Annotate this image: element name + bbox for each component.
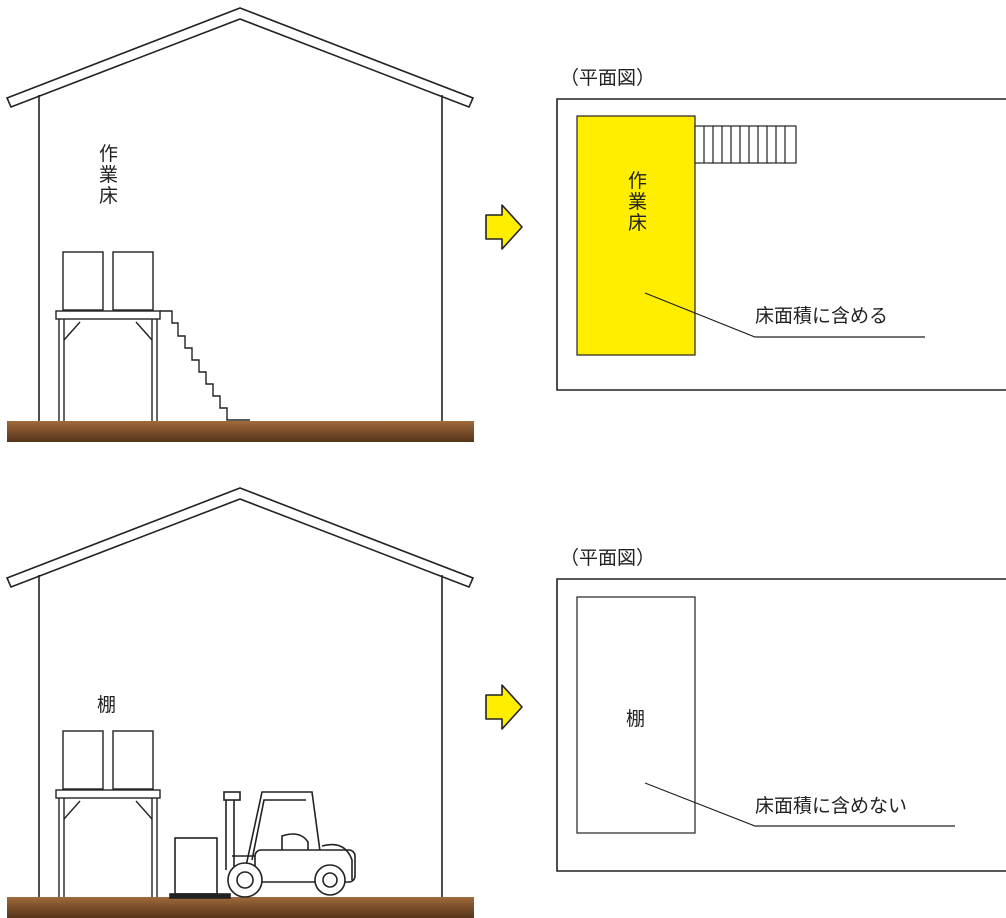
top-plan-caption: （平面図） — [560, 67, 655, 89]
crate — [112, 730, 154, 790]
work-floor-highlight — [576, 115, 696, 356]
crate — [62, 730, 104, 790]
crate — [112, 251, 154, 311]
plan-stairs — [694, 125, 797, 164]
top-plan-label: 作業床 — [625, 170, 647, 233]
shelf — [55, 730, 161, 897]
stairs-icon — [160, 310, 250, 421]
top-callout-text: 床面積に含める — [755, 305, 888, 327]
arrow-right-icon — [485, 204, 523, 250]
bottom-section-label: 棚 — [97, 694, 116, 716]
shelf-outline — [576, 596, 696, 834]
bottom-section-view — [5, 487, 475, 918]
ground-slab — [7, 421, 474, 442]
house-roof — [5, 7, 475, 109]
bottom-plan-view — [556, 578, 1006, 872]
forklift-icon — [169, 791, 356, 899]
crate — [62, 251, 104, 311]
top-section-label: 作業床 — [96, 143, 118, 206]
bottom-callout-text: 床面積に含めない — [755, 795, 907, 817]
callout-leader — [644, 292, 925, 338]
bottom-plan-caption: （平面図） — [560, 547, 655, 569]
top-plan-view — [556, 98, 1006, 391]
house-roof — [5, 487, 475, 589]
bottom-plan-label: 棚 — [626, 708, 645, 730]
arrow-right-icon — [485, 684, 523, 730]
top-section-view — [5, 7, 475, 442]
callout-leader — [644, 782, 955, 827]
ground-slab — [7, 897, 474, 918]
work-platform — [55, 251, 161, 421]
